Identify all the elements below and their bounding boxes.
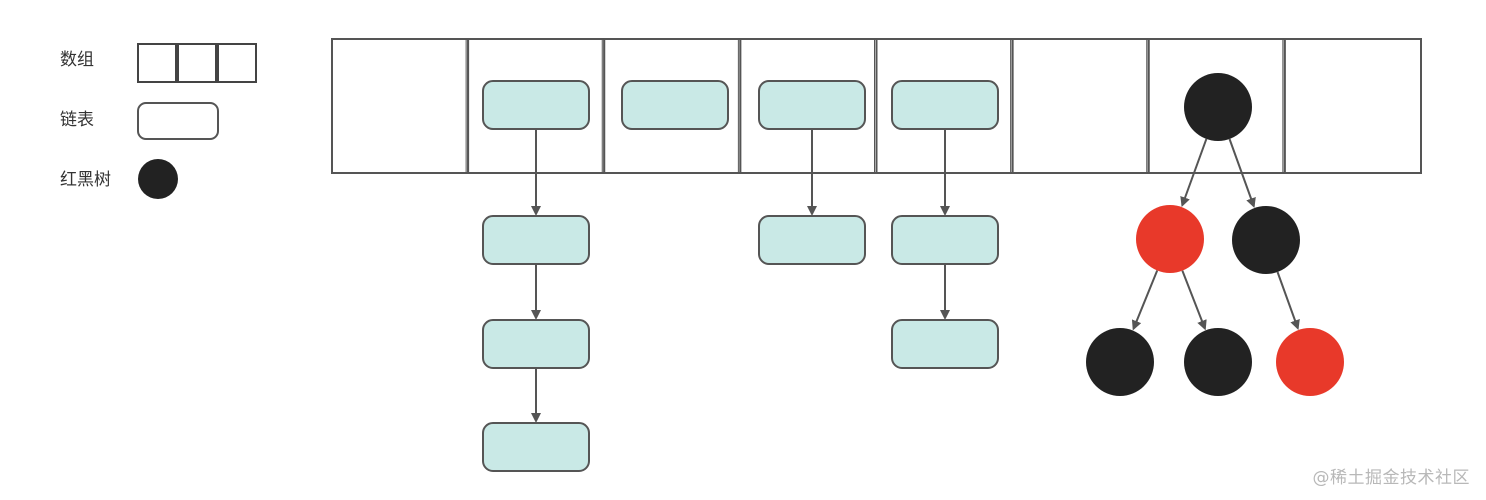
- arrow: [1276, 271, 1300, 331]
- watermark: @稀土掘金技术社区: [1312, 468, 1470, 488]
- nodes: [482, 73, 1344, 472]
- arrow: [1180, 138, 1208, 208]
- arrow: [1228, 138, 1256, 209]
- rbtree-node-black: [1184, 328, 1252, 396]
- arrow: [1131, 270, 1159, 331]
- list-node: [482, 80, 590, 130]
- arrow: [1181, 270, 1207, 331]
- list-node: [621, 80, 729, 130]
- legend-rbtree-label: 红黑树: [60, 170, 111, 190]
- list-node: [482, 215, 590, 265]
- edges: [531, 129, 1300, 423]
- legend-array-label: 数组: [60, 50, 94, 70]
- legend-array-swatch: [137, 43, 257, 83]
- list-node: [482, 422, 590, 472]
- legend-array-cell: [137, 43, 177, 83]
- legend-list-swatch: [137, 102, 219, 140]
- rbtree-node-black: [1184, 73, 1252, 141]
- legend-array-cell: [217, 43, 257, 83]
- bucket-array: [331, 38, 1422, 174]
- bucket-cell: [1283, 38, 1422, 174]
- list-node: [758, 215, 866, 265]
- bucket-cell: [1011, 38, 1150, 174]
- rbtree-node-black: [1086, 328, 1154, 396]
- list-node: [758, 80, 866, 130]
- list-node: [482, 319, 590, 369]
- legend-list-label: 链表: [60, 110, 94, 130]
- rbtree-node-red: [1276, 328, 1344, 396]
- legend-array-cell: [177, 43, 217, 83]
- list-node: [891, 215, 999, 265]
- list-node: [891, 80, 999, 130]
- legend-rbtree-swatch: [138, 159, 178, 199]
- rbtree-node-black: [1232, 206, 1300, 274]
- rbtree-node-red: [1136, 205, 1204, 273]
- bucket-cell: [331, 38, 470, 174]
- list-node: [891, 319, 999, 369]
